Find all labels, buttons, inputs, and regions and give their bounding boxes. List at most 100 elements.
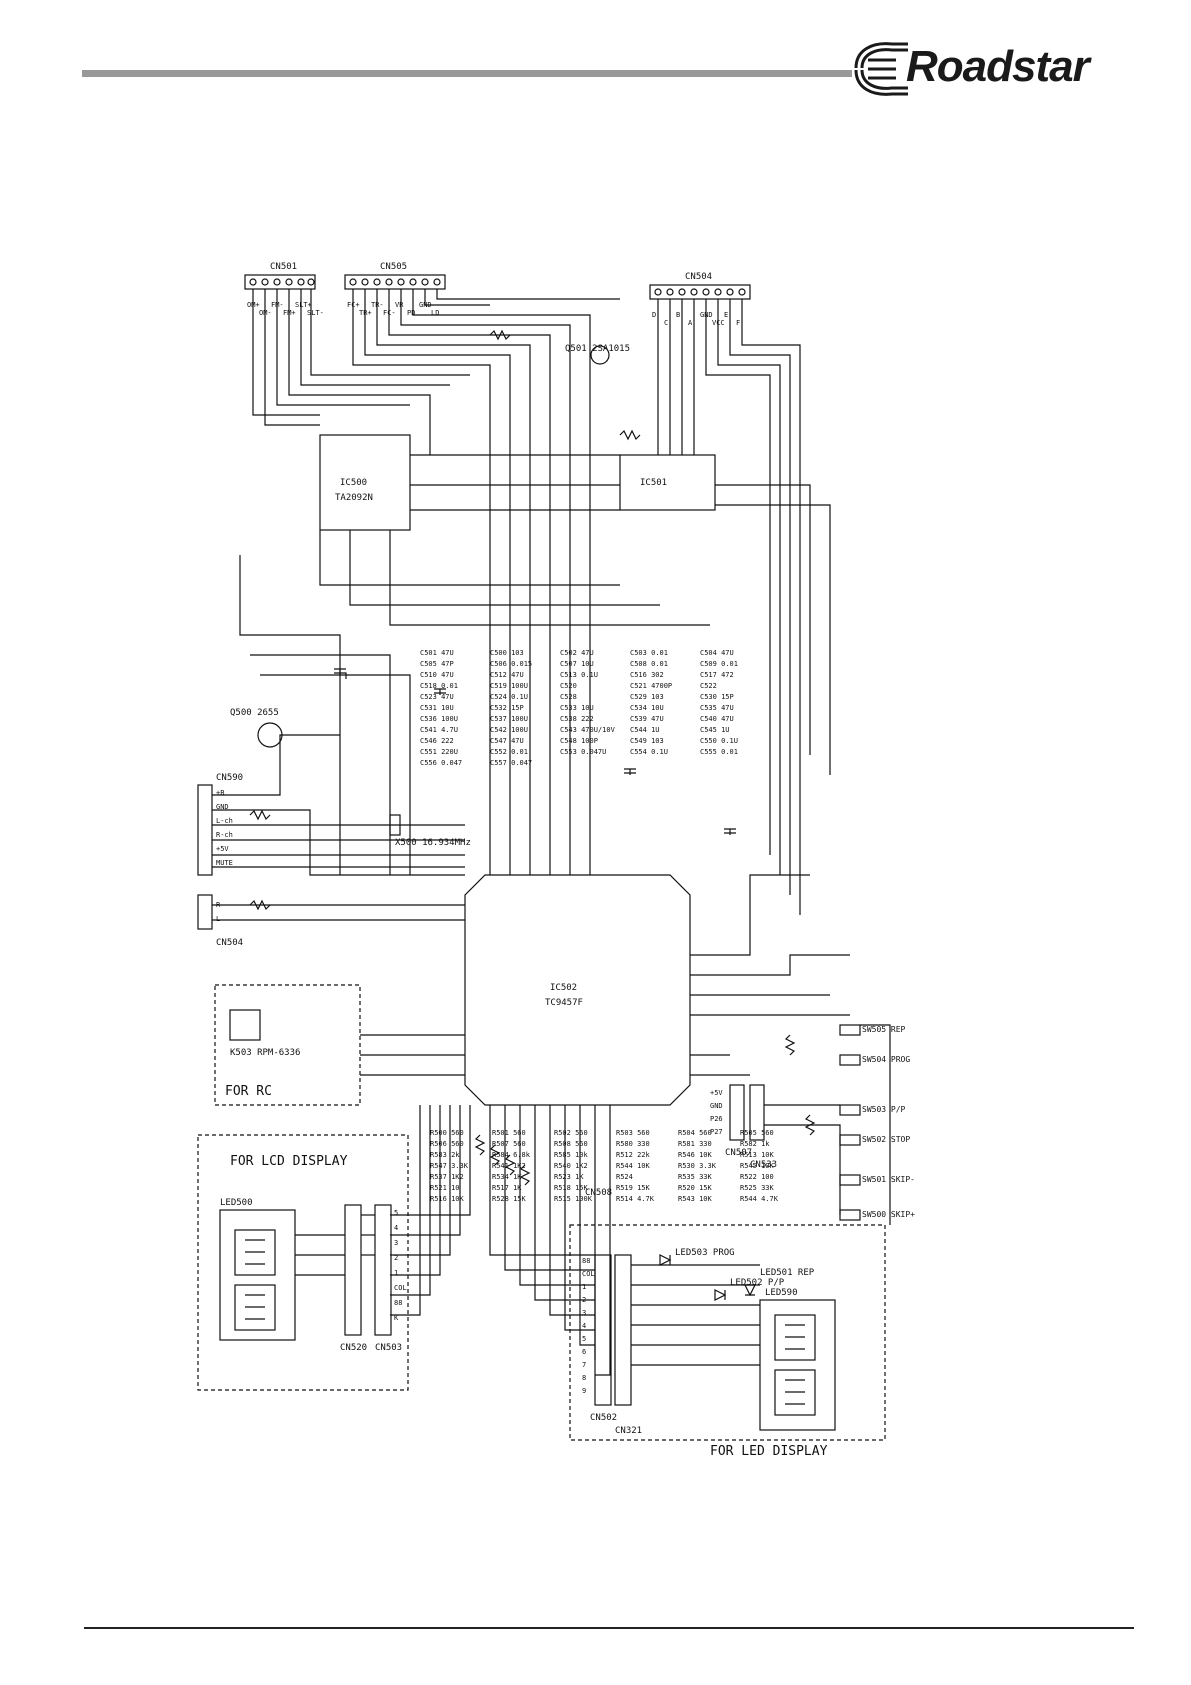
resistor-label: R523 1K [554, 1173, 584, 1181]
transistor-q500 [257, 722, 283, 748]
pin-label: OM- [259, 309, 272, 317]
pin-label: +5V [216, 845, 229, 853]
transistor-q501 [590, 345, 610, 365]
resistor-label: R522 100 [740, 1173, 774, 1181]
capacitor-label: C517 472 [700, 671, 734, 679]
resistor-label: R547 3.3K [430, 1162, 469, 1170]
resistor-label: R502 560 [554, 1129, 588, 1137]
connector-cn321 [614, 1254, 632, 1406]
resistor-label: R513 10K [740, 1151, 775, 1159]
label-led590: LED590 [765, 1288, 798, 1298]
capacitor-label: C544 1U [630, 726, 660, 734]
label-cn590: CN590 [216, 773, 243, 783]
pin-label: 7 [582, 1361, 586, 1369]
label-cn533: CN533 [750, 1160, 777, 1170]
capacitor-label: C550 0.1U [700, 737, 738, 745]
pin-label: TR+ [359, 309, 372, 317]
label-led503: LED503 PROG [675, 1248, 735, 1258]
capacitor-label: C553 0.047U [560, 748, 606, 756]
resistor-label: R541 1K2 [492, 1162, 526, 1170]
label-cn502: CN502 [590, 1413, 617, 1423]
pin-label: R-ch [216, 831, 233, 839]
capacitor-label: C519 100U [490, 682, 528, 690]
resistor-label: R540 1K2 [554, 1162, 588, 1170]
label-cn504: CN504 [685, 272, 712, 282]
label-cn507: CN507 [725, 1148, 752, 1158]
connector-cn503 [374, 1204, 392, 1336]
label-sw500: SW500 SKIP+ [862, 1210, 915, 1219]
pin-labels: OM+OM-FM-FM+SLT+SLT-FC+TR+TR-FC-VRPDGNDL… [216, 301, 740, 1395]
label-x500: X500 16.934MHz [395, 838, 471, 848]
capacitor-label: C540 47U [700, 715, 734, 723]
pin-label: COL [582, 1270, 595, 1278]
brand-logo-mark-icon [854, 42, 908, 96]
label-q500: Q500 2655 [230, 708, 279, 718]
pin-label: GND [216, 803, 229, 811]
title-led-display: FOR LED DISPLAY [710, 1444, 828, 1459]
label-led500: LED500 [220, 1198, 253, 1208]
resistor-label: R582 1k [740, 1140, 770, 1148]
pin-label: 5 [582, 1335, 586, 1343]
label-sw503: SW503 P/P [862, 1105, 906, 1114]
pin-label: GND [710, 1102, 723, 1110]
capacitor-label: C532 15P [490, 704, 524, 712]
pin-label: VR [395, 301, 404, 309]
resistor-label: R525 33K [740, 1184, 775, 1192]
pin-label: 4 [394, 1224, 398, 1232]
label-led502: LED502 P/P [730, 1278, 785, 1288]
capacitor-label: C547 47U [490, 737, 524, 745]
capacitor-label: C521 4700P [630, 682, 672, 690]
pin-label: +5V [710, 1089, 723, 1097]
pin-label: D [652, 311, 656, 319]
resistor-label: R535 33K [678, 1173, 713, 1181]
pin-label: 2 [582, 1296, 586, 1304]
pin-label: 88 [394, 1299, 402, 1307]
pin-label: 1 [394, 1269, 398, 1277]
switch-array [839, 1024, 861, 1221]
resistor-label: R545 10K [740, 1162, 775, 1170]
resistor-label: R503 560 [616, 1129, 650, 1137]
resistor-label: R546 10K [678, 1151, 713, 1159]
resistor-label: R528 15K [492, 1195, 527, 1203]
capacitor-label: C541 4.7U [420, 726, 458, 734]
capacitor-label: C556 0.047 [420, 759, 462, 767]
capacitor-label: C537 100U [490, 715, 528, 723]
box-led-display [569, 1224, 886, 1441]
pin-label: P27 [710, 1128, 723, 1136]
brand-name: Roadstar [906, 42, 1090, 91]
resistor-label: R516 10K [430, 1195, 465, 1203]
pin-label: A [688, 319, 693, 327]
resistor-label: R505 560 [740, 1129, 774, 1137]
capacitor-label: C549 103 [630, 737, 664, 745]
resistor-label: R504 560 [678, 1129, 712, 1137]
capacitor-label: C535 47U [700, 704, 734, 712]
resistor-label: R514 4.7K [616, 1195, 655, 1203]
capacitor-label: C503 0.01 [630, 649, 668, 657]
pin-label: E [724, 311, 728, 319]
capacitor-label: C529 103 [630, 693, 664, 701]
label-sw504: SW504 PROG [862, 1055, 910, 1064]
pin-label: +B [216, 789, 224, 797]
capacitor-label: C512 47U [490, 671, 524, 679]
connector-cn590 [197, 784, 213, 876]
resistor-label: R520 15K [678, 1184, 713, 1192]
pin-label: C [664, 319, 668, 327]
label-cn520: CN520 [340, 1343, 367, 1353]
capacitor-label: C551 220U [420, 748, 458, 756]
label-k503: K503 RPM-6336 [230, 1048, 300, 1058]
capacitor-label: C545 1U [700, 726, 730, 734]
resistor-label: R517 1K [492, 1184, 522, 1192]
pin-label: 88 [582, 1257, 590, 1265]
capacitor-label: C509 0.01 [700, 660, 738, 668]
capacitor-label: C534 10U [630, 704, 664, 712]
label-cn501: CN501 [270, 262, 297, 272]
label-ic500: IC500 [340, 478, 367, 488]
resistor-label: R515 100K [554, 1195, 593, 1203]
schematic-svg: CN501 CN505 CN504 IC500 TA2092N IC501 IC… [197, 262, 915, 1459]
pin-label: 9 [582, 1387, 586, 1395]
capacitor-label: C538 222 [560, 715, 594, 723]
connector-pins-top [249, 278, 746, 296]
label-sw505: SW505 REP [862, 1025, 906, 1034]
header-rule [82, 70, 852, 77]
title-lcd-display: FOR LCD DISPLAY [230, 1154, 348, 1169]
